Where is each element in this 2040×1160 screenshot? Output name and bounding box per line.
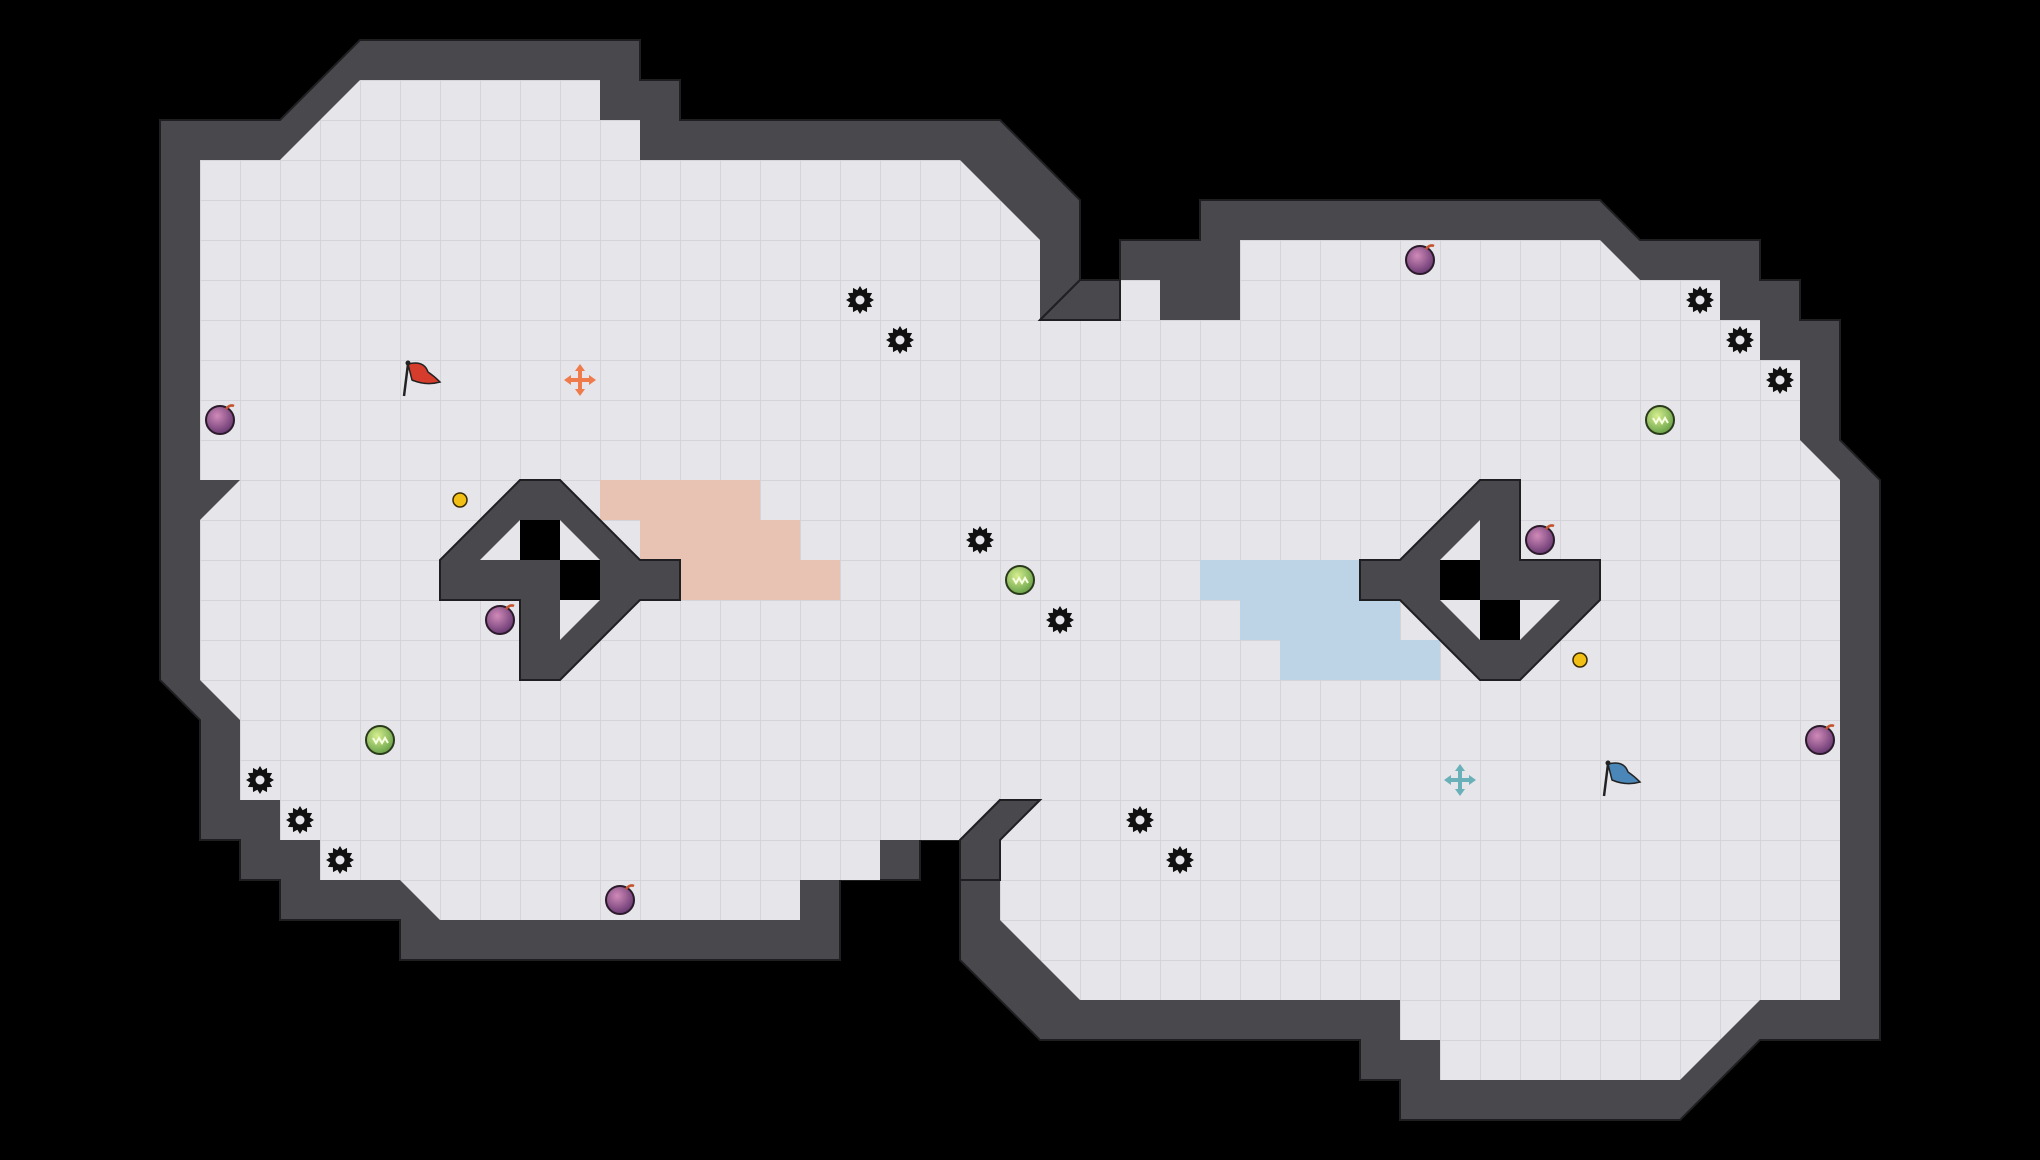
- left-obstacle: [439, 479, 681, 681]
- spike-icon: [286, 806, 314, 834]
- spike-icon: [1126, 806, 1154, 834]
- spike-icon: [1166, 846, 1194, 874]
- spike-icon: [1726, 326, 1754, 354]
- wall-details: [959, 279, 1121, 881]
- blue-team-zone: [1200, 560, 1440, 680]
- spike-icon: [1686, 286, 1714, 314]
- right-obstacle: [1359, 479, 1601, 681]
- speed-boost-icon[interactable]: [1645, 405, 1675, 435]
- token-icon[interactable]: [452, 492, 468, 508]
- spike-icon: [966, 526, 994, 554]
- speed-boost-icon[interactable]: [1005, 565, 1035, 595]
- bomb-icon[interactable]: [1405, 244, 1435, 275]
- bomb-icon[interactable]: [485, 604, 515, 635]
- bomb-icon[interactable]: [205, 404, 235, 435]
- flag-icon[interactable]: [402, 360, 442, 397]
- bomb-icon[interactable]: [1525, 524, 1555, 555]
- token-icon[interactable]: [1572, 652, 1588, 668]
- spike-icon: [886, 326, 914, 354]
- flag-icon[interactable]: [1602, 760, 1642, 797]
- spike-icon: [246, 766, 274, 794]
- bomb-icon[interactable]: [605, 884, 635, 915]
- spike-icon: [1766, 366, 1794, 394]
- spike-icon: [846, 286, 874, 314]
- red-team-zone: [600, 480, 840, 600]
- bomb-icon[interactable]: [1805, 724, 1835, 755]
- speed-boost-icon[interactable]: [365, 725, 395, 755]
- spike-icon: [1046, 606, 1074, 634]
- connector-floor: [1000, 320, 1120, 800]
- spike-icon: [326, 846, 354, 874]
- spawn-cross-icon: [1444, 764, 1476, 796]
- spawn-cross-icon: [564, 364, 596, 396]
